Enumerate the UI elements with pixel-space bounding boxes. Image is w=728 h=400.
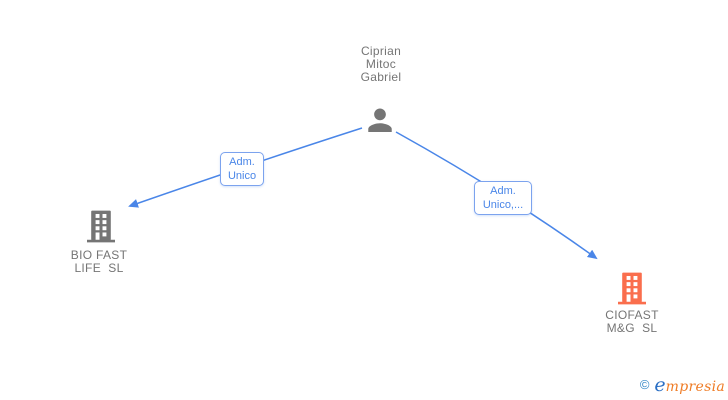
company-node-ciofast-mg[interactable]: CIOFAST M&G SL bbox=[605, 308, 659, 335]
building-icon[interactable] bbox=[618, 272, 646, 305]
building-icon[interactable] bbox=[87, 210, 115, 243]
person-node-name[interactable]: Ciprian Mitoc Gabriel bbox=[360, 44, 402, 84]
company-node-bio-fast-life[interactable]: BIO FAST LIFE SL bbox=[70, 248, 128, 275]
brand-rest: mpresia bbox=[665, 379, 725, 395]
person-icon[interactable] bbox=[364, 104, 396, 136]
edge-label-adm-unico-etc: Adm. Unico,... bbox=[474, 181, 532, 215]
edge-label-adm-unico: Adm. Unico bbox=[220, 152, 264, 186]
copyright-icon: © bbox=[639, 377, 650, 392]
empresia-watermark[interactable]: © empresia bbox=[640, 374, 725, 396]
brand-initial: e bbox=[654, 374, 666, 396]
